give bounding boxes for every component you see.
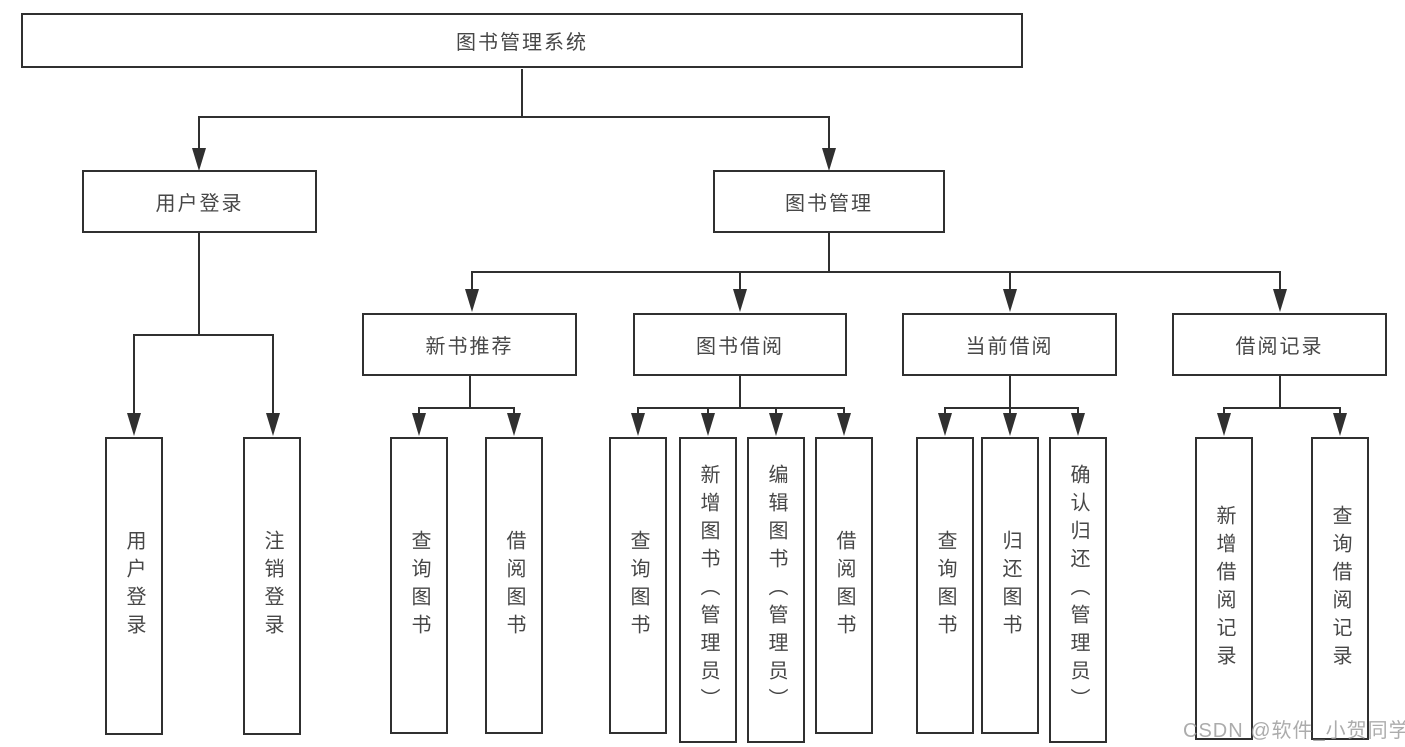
node-label: 新书推荐 (425, 336, 514, 358)
node-borrow-books-borrow: 借阅图书 (815, 437, 873, 734)
node-logout: 注销登录 (243, 437, 301, 735)
node-edit-book-admin: 编辑图书（管理员） (747, 437, 805, 743)
node-new-book-recommend: 新书推荐 (362, 313, 577, 376)
node-query-borrow-record: 查询借阅记录 (1311, 437, 1369, 740)
node-book-management: 图书管理 (713, 170, 945, 233)
node-add-borrow-record: 新增借阅记录 (1195, 437, 1253, 740)
csdn-watermark: CSDN @软件_小贺同学 (1183, 720, 1405, 742)
node-label: 查询借阅记录 (1329, 504, 1351, 673)
connector-recommend-to-leaves (418, 376, 515, 416)
node-borrowing-records: 借阅记录 (1172, 313, 1387, 376)
node-label: 确认归还（管理员） (1067, 464, 1089, 716)
node-confirm-return-admin: 确认归还（管理员） (1049, 437, 1107, 743)
node-label: 新增借阅记录 (1213, 504, 1235, 673)
node-label: 借阅图书 (833, 529, 855, 642)
node-label: 用户登录 (123, 530, 145, 642)
node-label: 查询图书 (627, 529, 649, 642)
node-label: 图书管理 (785, 193, 873, 215)
connector-records-to-leaves (1223, 376, 1341, 416)
arrowheads-current-leaves (938, 413, 1085, 436)
node-current-borrowing: 当前借阅 (902, 313, 1117, 376)
arrowheads-level3 (465, 289, 1287, 312)
node-user-login-leaf: 用户登录 (105, 437, 163, 735)
connector-bookmgmt-to-level3 (471, 233, 1281, 292)
node-borrow-books-recommend: 借阅图书 (485, 437, 543, 734)
node-query-books-borrow: 查询图书 (609, 437, 667, 734)
node-label: 查询图书 (934, 529, 956, 642)
arrowheads-records-leaves (1217, 413, 1347, 436)
connector-root-to-level2 (198, 69, 830, 150)
node-label: 新增图书（管理员） (697, 464, 719, 716)
node-return-books: 归还图书 (981, 437, 1039, 734)
arrowheads-user-leaves (127, 413, 280, 436)
node-book-borrowing: 图书借阅 (633, 313, 847, 376)
arrowheads-level2 (192, 148, 836, 171)
node-label: 查询图书 (408, 529, 430, 642)
node-add-book-admin: 新增图书（管理员） (679, 437, 737, 743)
node-label: 注销登录 (261, 530, 283, 642)
node-label: 用户登录 (155, 193, 244, 215)
node-user-login: 用户登录 (82, 170, 317, 233)
connector-userlogin-to-leaves (133, 233, 274, 415)
node-query-books-current: 查询图书 (916, 437, 974, 734)
node-label: 编辑图书（管理员） (765, 464, 787, 716)
connector-borrowing-to-leaves (637, 376, 845, 416)
node-library-management-system: 图书管理系统 (21, 13, 1023, 68)
node-label: 归还图书 (999, 529, 1021, 642)
arrowheads-recommend-leaves (412, 413, 521, 436)
node-label: 借阅记录 (1235, 336, 1324, 358)
node-label: 图书管理系统 (456, 32, 588, 54)
node-label: 当前借阅 (965, 336, 1054, 358)
node-query-books-recommend: 查询图书 (390, 437, 448, 734)
node-label: 借阅图书 (503, 529, 525, 642)
connector-current-to-leaves (944, 376, 1079, 416)
node-label: 图书借阅 (696, 336, 784, 358)
arrowheads-borrowing-leaves (631, 413, 851, 436)
